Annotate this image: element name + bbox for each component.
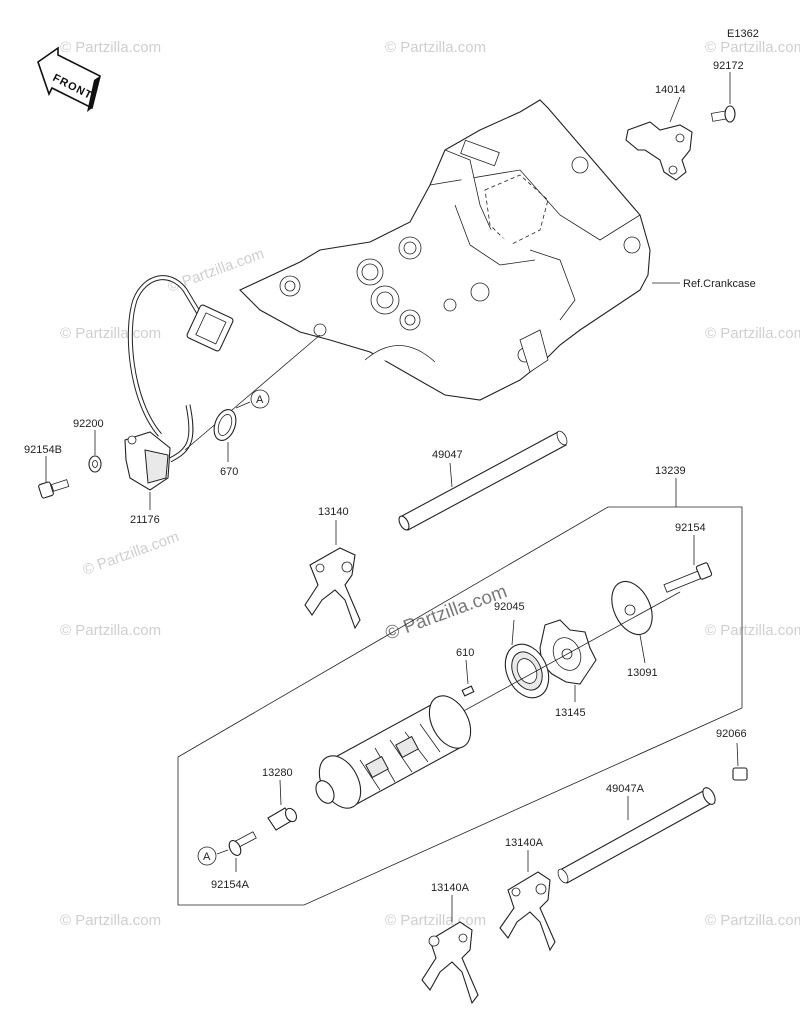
- ref-crankcase-label: Ref.Crankcase: [683, 278, 756, 290]
- diagram-code: E1362: [727, 28, 759, 40]
- callout-a-top: A: [250, 389, 270, 409]
- part-14014: [625, 121, 693, 181]
- part-92154A: [228, 831, 257, 856]
- part-92154B: [38, 479, 70, 499]
- part-13140A-left: [421, 921, 479, 1005]
- label-610: 610: [456, 647, 474, 659]
- watermark: © Partzilla.com: [705, 622, 800, 639]
- part-92154: [663, 562, 713, 593]
- part-13280: [267, 807, 298, 831]
- part-92200: [88, 455, 102, 473]
- part-92172: [710, 105, 736, 123]
- label-49047: 49047: [432, 449, 463, 461]
- svg-text:A: A: [203, 851, 211, 863]
- watermark: © Partzilla.com: [60, 912, 161, 929]
- part-13091: [611, 580, 653, 636]
- watermark: © Partzilla.com: [705, 912, 800, 929]
- crankcase-drawing: [239, 99, 651, 401]
- label-21176: 21176: [130, 514, 160, 526]
- label-92200: 92200: [73, 418, 104, 430]
- svg-text:A: A: [256, 394, 264, 406]
- label-92154B: 92154B: [24, 444, 62, 456]
- label-92154: 92154: [675, 522, 706, 534]
- watermark: © Partzilla.com: [385, 912, 486, 929]
- label-13140A-right: 13140A: [505, 837, 544, 849]
- watermark: © Partzilla.com: [81, 528, 182, 579]
- part-21176: [124, 275, 234, 491]
- part-49047A: [557, 787, 716, 884]
- part-610: [461, 685, 475, 697]
- label-13140: 13140: [318, 506, 349, 518]
- label-13145: 13145: [555, 707, 586, 719]
- label-13091: 13091: [627, 667, 658, 679]
- front-arrow-icon: FRONT: [37, 46, 101, 112]
- label-92066: 92066: [716, 728, 747, 740]
- callout-a-bottom: A: [197, 846, 217, 866]
- label-13239: 13239: [655, 465, 686, 477]
- assembly-box-13239: [177, 506, 743, 906]
- watermark: © Partzilla.com: [60, 325, 161, 342]
- watermarks: © Partzilla.com © Partzilla.com © Partzi…: [60, 39, 800, 929]
- label-92045: 92045: [494, 601, 525, 613]
- label-13280: 13280: [262, 767, 293, 779]
- label-670: 670: [220, 466, 238, 478]
- watermark-center: © Partzilla.com: [383, 581, 510, 645]
- watermark: © Partzilla.com: [385, 39, 486, 56]
- part-49047: [398, 430, 568, 531]
- watermark: © Partzilla.com: [60, 622, 161, 639]
- part-670: [213, 409, 237, 441]
- part-13140: [304, 547, 361, 630]
- watermark: © Partzilla.com: [705, 325, 800, 342]
- watermark: © Partzilla.com: [705, 39, 800, 56]
- watermark: © Partzilla.com: [60, 39, 161, 56]
- label-14014: 14014: [655, 84, 686, 96]
- label-92172: 92172: [713, 60, 744, 72]
- part-shift-drum: [315, 695, 472, 809]
- label-92154A: 92154A: [211, 879, 250, 891]
- part-13140A-right: [499, 871, 556, 952]
- label-13140A-left: 13140A: [431, 882, 470, 894]
- part-92066: [732, 767, 748, 781]
- label-49047A: 49047A: [606, 783, 645, 795]
